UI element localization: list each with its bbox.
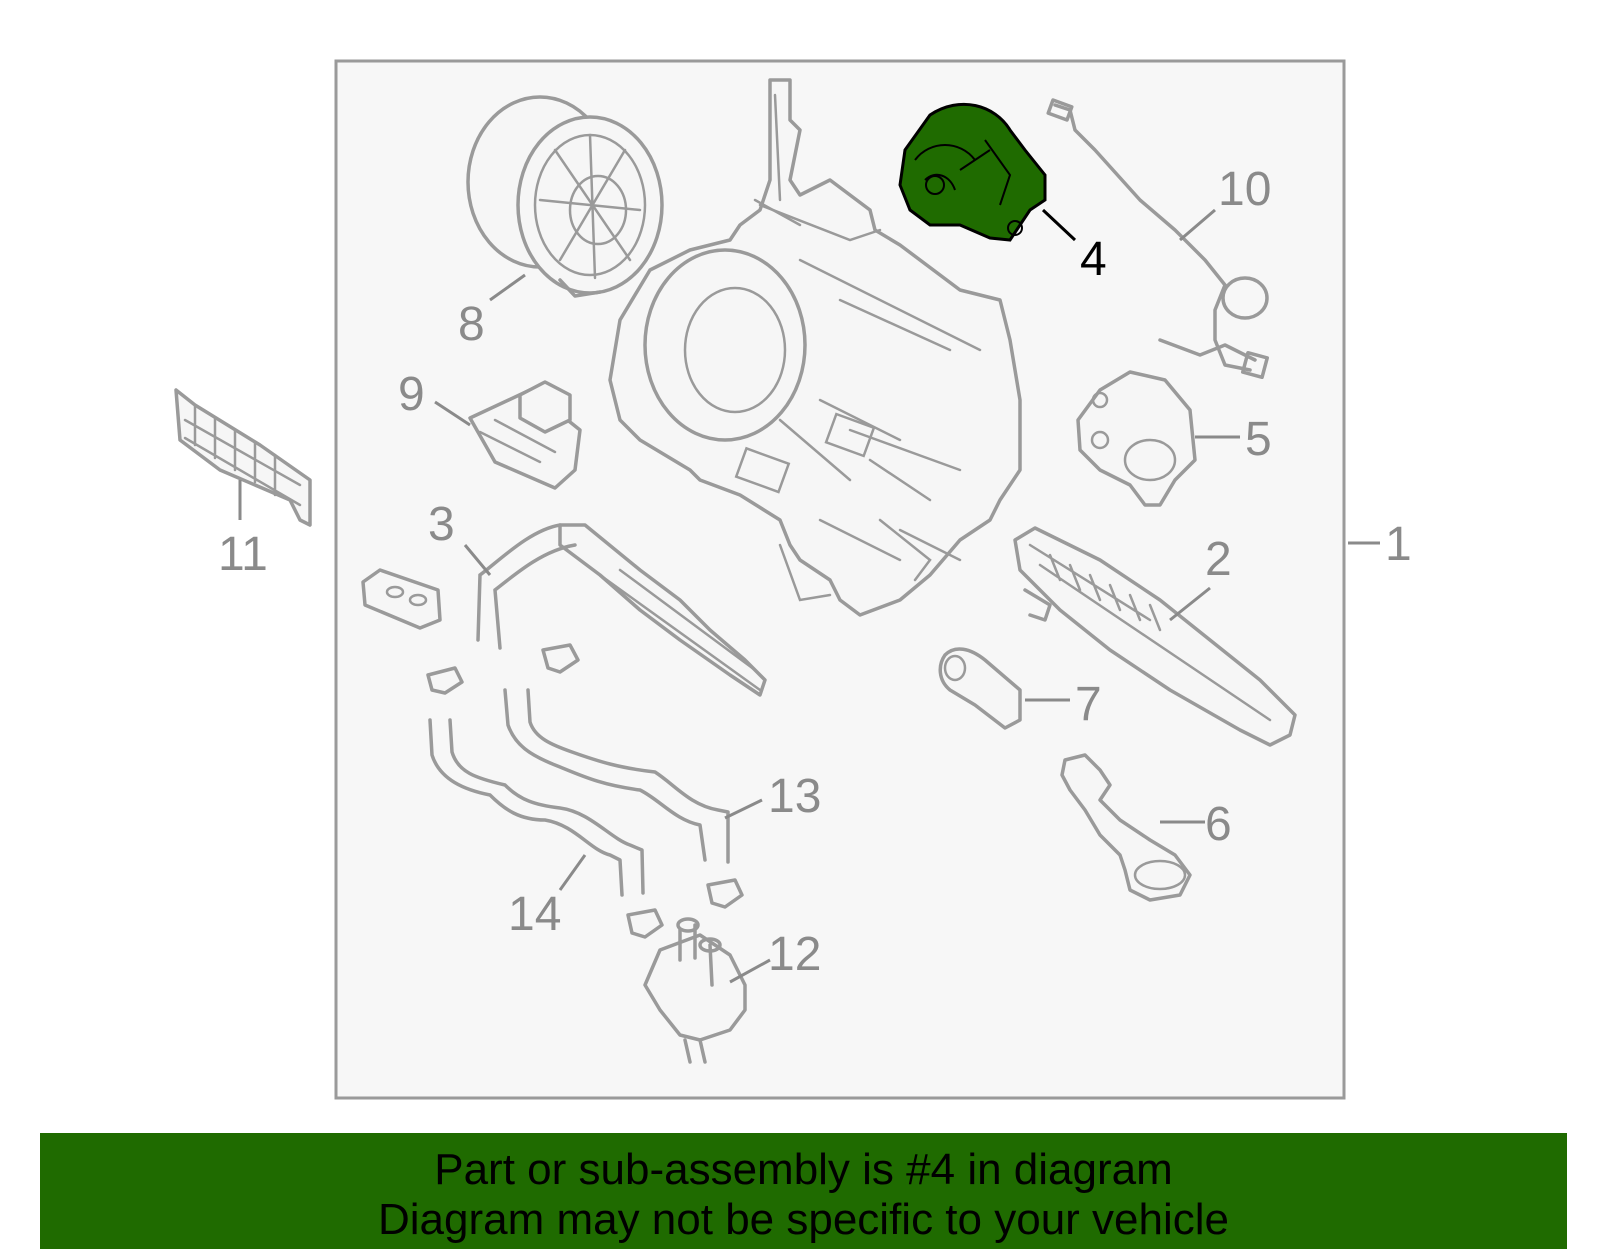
part-8-blower-motor[interactable] [466,95,664,298]
banner-disclaimer-text: Diagram may not be specific to your vehi… [377,1195,1230,1244]
part-11-filter[interactable] [174,388,312,527]
part-7-bushing[interactable] [938,647,1022,730]
part-6-link[interactable] [1060,753,1192,902]
part-4-actuator-highlighted[interactable] [898,102,1047,242]
callout-13: 13 [768,770,821,823]
seal-block [361,568,442,630]
part-2-evaporator[interactable] [1013,526,1297,747]
leader-13 [724,798,763,820]
part-13-hose[interactable] [503,688,730,864]
callout-1: 1 [1385,518,1412,571]
callout-4: 4 [1080,233,1107,286]
leader-4 [1041,208,1077,242]
callout-5: 5 [1245,413,1272,466]
leader-2 [1169,586,1211,622]
callout-10: 10 [1218,163,1271,216]
part-10-wire-harness[interactable] [1046,98,1269,379]
hvac-case[interactable] [608,78,1022,617]
callout-6: 6 [1205,798,1232,851]
banner-part-text: Part or sub-assembly is #4 in diagram [434,1145,1173,1194]
leader-12 [729,958,771,984]
callout-12: 12 [768,928,821,981]
callout-11: 11 [218,528,268,581]
callout-2: 2 [1205,533,1232,586]
callout-7: 7 [1075,678,1102,731]
part-5-actuator[interactable] [1076,370,1197,507]
leader-9 [434,400,471,427]
part-3-heater-core[interactable] [476,523,767,697]
leader-10 [1179,208,1216,242]
part-14-hose[interactable] [428,718,645,897]
leader-3 [463,544,492,576]
callout-14: 14 [508,888,561,941]
leader-14 [558,854,587,891]
part-12-water-valve[interactable] [643,917,747,1064]
callout-3: 3 [428,498,455,551]
callout-9: 9 [398,368,425,421]
part-9-resistor[interactable] [468,380,582,490]
leader-8 [489,273,526,302]
callout-8: 8 [458,298,485,351]
info-banner: Part or sub-assembly is #4 in diagram Di… [40,1133,1567,1249]
hose-clamps [426,643,744,939]
